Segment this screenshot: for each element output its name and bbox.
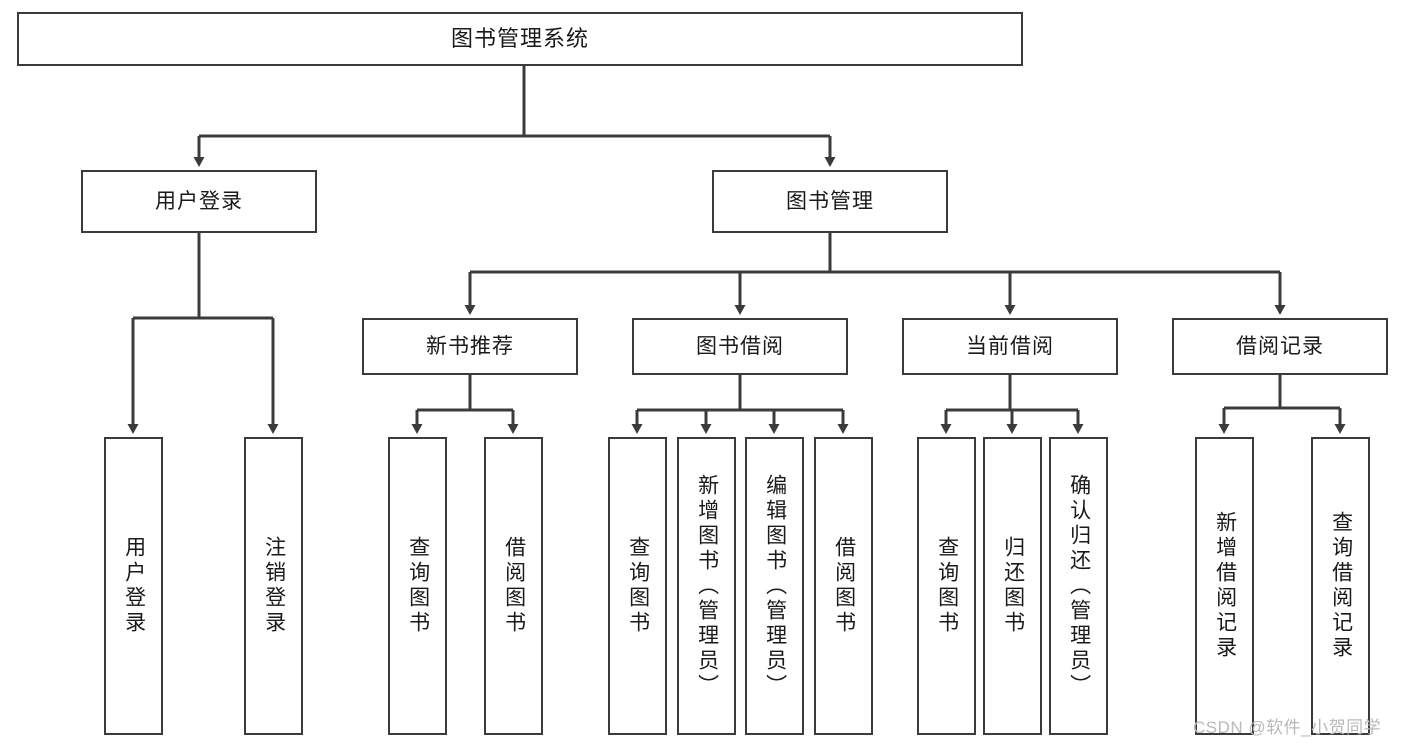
node-label: 查询借阅记录 <box>1329 511 1353 661</box>
leaf-query-book-current[interactable]: 查询图书 <box>917 437 976 735</box>
leaf-query-book-recommend[interactable]: 查询图书 <box>388 437 447 735</box>
leaf-borrow-book[interactable]: 借阅图书 <box>814 437 873 735</box>
node-label: 确认归还（管理员） <box>1067 473 1091 699</box>
node-label: 查询图书 <box>935 536 959 636</box>
node-book-borrow[interactable]: 图书借阅 <box>632 318 848 375</box>
node-current-borrow[interactable]: 当前借阅 <box>902 318 1118 375</box>
node-label: 归还图书 <box>1001 536 1025 636</box>
node-user-login[interactable]: 用户登录 <box>81 170 317 233</box>
node-label: 新增借阅记录 <box>1213 511 1237 661</box>
node-label: 编辑图书（管理员） <box>763 473 787 699</box>
node-label: 借阅记录 <box>1236 334 1324 358</box>
leaf-user-login[interactable]: 用户登录 <box>104 437 163 735</box>
leaf-return-book[interactable]: 归还图书 <box>983 437 1042 735</box>
node-label: 图书管理 <box>786 189 874 213</box>
node-label: 当前借阅 <box>966 334 1054 358</box>
leaf-query-borrow-record[interactable]: 查询借阅记录 <box>1311 437 1370 735</box>
node-new-book-recommend[interactable]: 新书推荐 <box>362 318 578 375</box>
node-label: 借阅图书 <box>832 536 856 636</box>
leaf-borrow-book-recommend[interactable]: 借阅图书 <box>484 437 543 735</box>
node-label: 注销登录 <box>262 536 286 636</box>
leaf-add-borrow-record[interactable]: 新增借阅记录 <box>1195 437 1254 735</box>
watermark: CSDN @软件_小贺同学 <box>1193 718 1382 737</box>
leaf-query-book-borrow[interactable]: 查询图书 <box>608 437 667 735</box>
node-label: 图书借阅 <box>696 334 784 358</box>
node-label: 用户登录 <box>155 189 243 213</box>
node-label: 图书管理系统 <box>450 25 589 51</box>
node-borrow-records[interactable]: 借阅记录 <box>1172 318 1388 375</box>
node-label: 新增图书（管理员） <box>695 473 719 699</box>
node-label: 用户登录 <box>122 536 146 636</box>
node-book-management[interactable]: 图书管理 <box>712 170 948 233</box>
node-label: 查询图书 <box>626 536 650 636</box>
node-label: 借阅图书 <box>502 536 526 636</box>
leaf-add-book-admin[interactable]: 新增图书（管理员） <box>677 437 736 735</box>
leaf-confirm-return-admin[interactable]: 确认归还（管理员） <box>1049 437 1108 735</box>
node-label: 新书推荐 <box>426 334 514 358</box>
leaf-edit-book-admin[interactable]: 编辑图书（管理员） <box>745 437 804 735</box>
leaf-logout[interactable]: 注销登录 <box>244 437 303 735</box>
node-label: 查询图书 <box>406 536 430 636</box>
node-root[interactable]: 图书管理系统 <box>17 12 1023 66</box>
